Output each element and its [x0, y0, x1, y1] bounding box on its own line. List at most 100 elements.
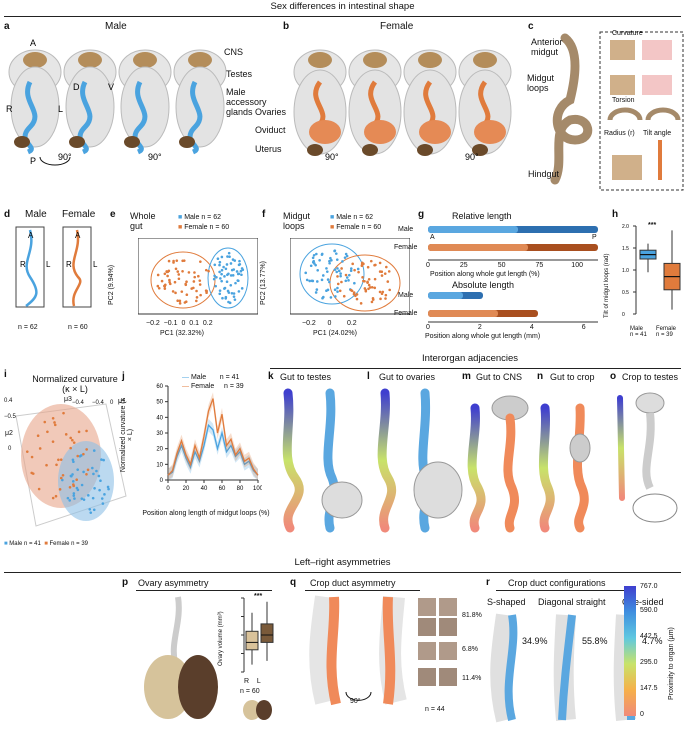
scatter-point [53, 421, 56, 424]
scatter-point [367, 283, 371, 287]
scatter-point [336, 275, 339, 278]
scatter-point [318, 258, 321, 262]
scatter-point [192, 280, 196, 283]
scatter-point [238, 259, 241, 263]
scatter-point [353, 268, 356, 272]
scatter-point [370, 300, 374, 304]
panel-g-length-bars [428, 226, 598, 323]
scatter-point [339, 272, 342, 275]
panel-e-title: Whole gut [130, 211, 156, 231]
scatter-point [325, 270, 329, 273]
scatter-point [76, 454, 80, 458]
scatter-point [313, 262, 316, 265]
scatter-point [174, 291, 177, 295]
panel-r-config-1-name: Diagonal straight [538, 597, 606, 607]
scatter-point [229, 262, 233, 265]
scatter-point [214, 284, 217, 288]
scatter-point [85, 473, 88, 476]
panel-letter-b: b [283, 21, 290, 32]
scatter-point [30, 455, 34, 459]
label-tilt-angle: Tilt angle [643, 130, 672, 137]
scatter-point [380, 274, 384, 277]
scatter-point [216, 257, 220, 261]
scatter-point [336, 282, 340, 286]
scatter-point [185, 293, 189, 296]
scatter-point [184, 282, 187, 286]
panel-letter-c: c [528, 21, 534, 32]
panel-g-female-rel: Female [394, 244, 418, 251]
scatter-point [240, 273, 243, 277]
scatter-point [92, 449, 96, 452]
panel-letter-p: p [122, 577, 129, 588]
rotation-label-a2: 90° [148, 152, 162, 162]
panel-letter-e: e [110, 209, 116, 220]
panel-letter-g: g [418, 209, 425, 220]
panel-q-pct-0: 81.8% [462, 612, 482, 619]
j-y-tick-label: 10 [156, 462, 163, 468]
scatter-point [329, 296, 333, 299]
j-band-male [168, 418, 258, 480]
scatter-point [367, 287, 370, 291]
scatter-point [72, 494, 76, 497]
scatter-point [227, 300, 230, 304]
scatter-point [99, 479, 102, 482]
scatter-point [92, 472, 95, 476]
scatter-point [378, 270, 382, 273]
scatter-point [356, 267, 360, 271]
scatter-point [325, 267, 328, 270]
scatter-point [333, 268, 337, 271]
scatter-point [36, 434, 40, 438]
panel-i-mu3: μ3 [64, 396, 72, 403]
scatter-point [379, 297, 382, 301]
scatter-point [370, 285, 374, 289]
scatter-point [368, 286, 372, 289]
panel-h-tilt-boxplot: 00.51.01.52.0 [622, 224, 681, 318]
panel-i-tick-3: 0 [110, 400, 114, 406]
scatter-point [316, 268, 320, 272]
scatter-point [218, 260, 222, 264]
scatter-point [176, 270, 180, 273]
panel-f-legend-male: ■ Male n = 62 [330, 214, 373, 221]
scatter-point [353, 281, 356, 285]
scatter-point [178, 302, 182, 305]
scatter-point [75, 486, 79, 490]
panel-f-xticks: −0.2 0 0.2 [302, 320, 357, 327]
label-oviduct: Oviduct [255, 125, 286, 135]
scatter-point [62, 411, 65, 415]
scatter-point [103, 493, 106, 496]
scatter-point [237, 290, 241, 293]
scatter-point [232, 295, 236, 298]
label-hindgut: Hindgut [528, 169, 560, 179]
panel-g-male-rel: Male [398, 226, 414, 233]
scatter-point [225, 280, 229, 283]
scatter-point [59, 458, 63, 461]
scatter-point [361, 276, 364, 279]
scatter-point [195, 299, 198, 303]
scatter-point [378, 261, 382, 265]
scatter-point [168, 280, 171, 284]
panel-g-title-rel: Relative length [452, 211, 512, 221]
scatter-point [347, 273, 351, 277]
scatter-point [360, 264, 364, 267]
scatter-point [156, 273, 160, 277]
scatter-point [338, 289, 342, 293]
scatter-point [224, 297, 228, 300]
j-x-tick-label: 0 [166, 486, 170, 492]
scatter-point [71, 438, 74, 442]
scatter-point [326, 278, 330, 281]
scatter-point [160, 279, 164, 283]
scatter-point [344, 279, 348, 283]
scatter-point [175, 259, 179, 262]
scatter-point [97, 474, 101, 478]
scatter-point [69, 446, 72, 450]
panel-g-title-abs: Absolute length [452, 280, 515, 290]
panel-p-cat: R L [244, 678, 261, 685]
panel-j-legend-male: — Male n = 41 [182, 374, 240, 381]
panel-g-xlabel-rel: Position along whole gut length (%) [430, 271, 540, 278]
divider-bottom [4, 572, 681, 573]
svg-text:R: R [20, 260, 26, 269]
panel-b-female-flies: 90° 90° [293, 32, 520, 162]
scatter-point [384, 297, 387, 300]
scatter-point [68, 485, 72, 489]
